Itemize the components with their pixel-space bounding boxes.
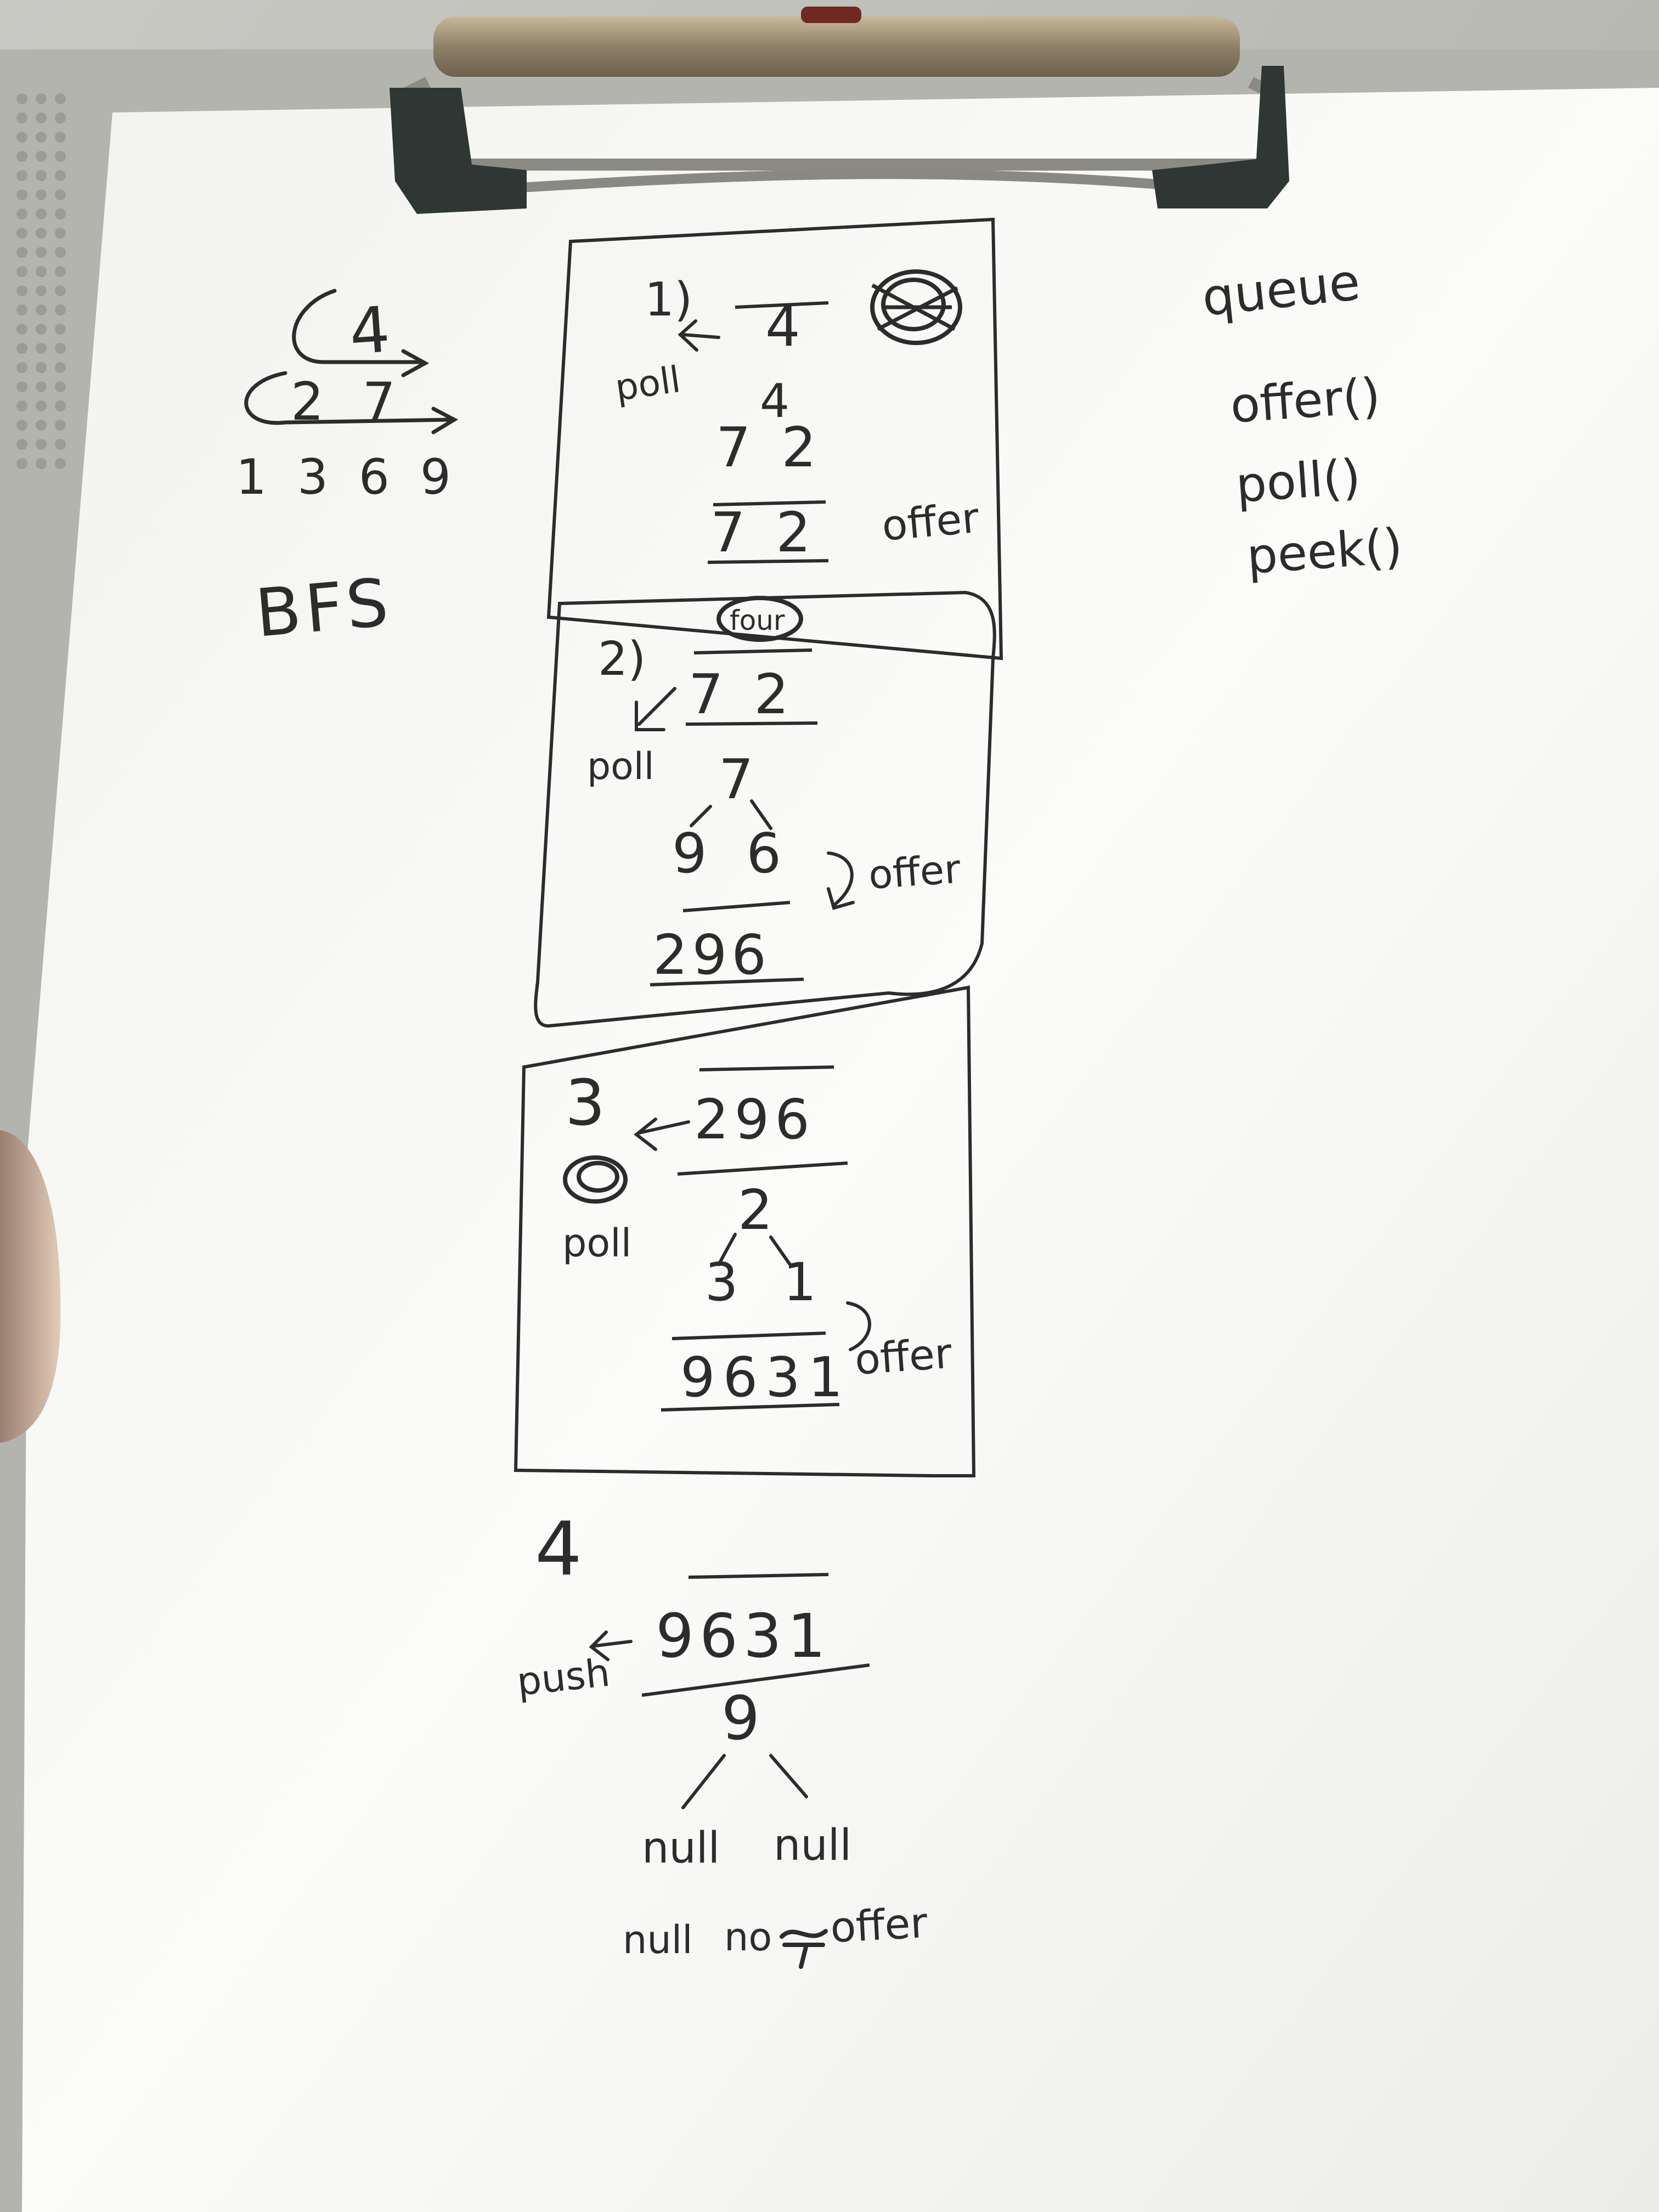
step-4-queue-line-bottom	[641, 1663, 870, 1697]
step-2-offer-arrow	[827, 851, 855, 910]
step-3-border	[514, 985, 976, 1477]
step-4-queue-line-top	[688, 1573, 829, 1579]
paper-sheet	[22, 88, 1659, 2212]
scribble-mark	[871, 283, 958, 331]
step-2-poll: poll	[587, 745, 654, 788]
clipboard-grip-texture	[16, 93, 66, 469]
step-3-result-line-top	[672, 1331, 826, 1340]
step-2-queue-after: 296	[653, 923, 771, 987]
step-4-footer-null: null	[623, 1917, 693, 1962]
tree-root: 4	[347, 293, 392, 369]
step-2-result-line-top	[682, 901, 791, 912]
clip-hinge	[801, 7, 861, 23]
queue-offer: offer()	[1228, 367, 1382, 434]
step-2-queue-line-bottom	[685, 721, 818, 726]
queue-peek: peek()	[1245, 517, 1404, 585]
step-3-box: 3 296 poll 2 3 1 offer 9631	[514, 985, 976, 1477]
step-1-number: 1)	[645, 273, 692, 327]
thumb	[0, 1130, 61, 1443]
step-3-number: 3	[565, 1066, 605, 1140]
step-3-queue-line-top	[699, 1065, 834, 1071]
step-2-scribble-word: four	[730, 605, 785, 636]
step-1-queue-line-top	[713, 500, 826, 506]
step-4: 4 9631 push 9 null null null no offer	[515, 1506, 929, 1969]
step-1-poll: poll	[613, 358, 684, 409]
tree-root-arrow	[292, 289, 430, 377]
step-3-poll-arrow	[634, 1118, 690, 1151]
step-4-right-child: null	[774, 1821, 851, 1870]
step-4-footer-no: no	[724, 1915, 772, 1960]
step-3-queue-before: 296	[694, 1087, 815, 1152]
step-3-offer-arrow	[846, 1301, 871, 1351]
scribble-mark	[870, 269, 962, 345]
tree-level3: 1 3 6 9	[236, 449, 459, 505]
step-4-left-child: null	[642, 1824, 720, 1873]
step-4-strikeout	[780, 1929, 828, 1969]
step-1-queue-before: 4	[765, 295, 800, 359]
step-1-children: 7 2	[716, 415, 823, 479]
tree-level2-arrow	[244, 371, 459, 435]
step-3-branches	[717, 1233, 792, 1266]
scribble-mark	[563, 1155, 628, 1204]
step-1-queue-after: 7 2	[710, 500, 817, 565]
clip-end-right	[1152, 66, 1289, 208]
step-4-node: 9	[721, 1683, 760, 1753]
step-2-offer: offer	[867, 845, 962, 898]
step-3-offer: offer	[853, 1329, 953, 1384]
step-3-scribble	[563, 1155, 628, 1204]
binder-clip	[390, 7, 1289, 214]
step-2-box: 2) four 7 2 poll 7 9 6 offer 296	[534, 590, 996, 1028]
step-1-offer: offer	[880, 493, 981, 550]
step-4-push: push	[515, 1650, 612, 1705]
step-1-poll-arrow	[678, 319, 720, 352]
clip-end-left	[390, 88, 527, 214]
step-3-children: 3 1	[705, 1252, 831, 1313]
step-2-branches	[690, 799, 772, 830]
step-1-node: 4	[760, 374, 789, 428]
step-3-queue-after: 9631	[680, 1345, 851, 1409]
clip-wire-inner	[493, 169, 1186, 194]
step-2-queue-before: 7 2	[689, 662, 795, 726]
step-2-children: 9 6	[672, 821, 792, 885]
step-2-border	[534, 590, 996, 1028]
step-1-queue-line-bottom	[707, 559, 829, 564]
step-2-scribble: four	[716, 596, 803, 642]
step-2-result-line-bottom	[650, 978, 804, 986]
step-2-poll-arrow	[635, 687, 676, 731]
step-1-border	[546, 217, 1003, 661]
scribble-mark	[881, 278, 946, 331]
step-4-push-arrow	[589, 1630, 633, 1661]
step-1-queue-bar	[735, 301, 829, 309]
step-4-branches	[681, 1754, 808, 1809]
step-2-queue-line-top	[693, 648, 812, 654]
step-1-box: 1) poll 4 4 7 2 7 2 offer	[546, 217, 1003, 661]
step-4-number: 4	[535, 1506, 582, 1592]
step-1-scribble	[870, 269, 962, 345]
clip-bar-top	[433, 16, 1240, 77]
step-3-queue-line-bottom	[677, 1161, 848, 1176]
scribble-mark	[716, 596, 803, 642]
step-4-queue-before: 9631	[656, 1601, 831, 1671]
tree-diagram: 4 2 7 1 3 6 9	[236, 289, 459, 505]
step-3-result-line-bottom	[661, 1403, 840, 1412]
queue-poll: poll()	[1234, 448, 1362, 514]
step-2-node: 7	[719, 747, 754, 811]
step-3-node: 2	[738, 1178, 773, 1242]
handwritten-notes: 4 2 7 1 3 6 9 BFS queue offer() poll() p…	[236, 217, 1404, 1969]
bfs-label: BFS	[252, 565, 396, 652]
step-3-poll: poll	[562, 1221, 631, 1266]
step-4-footer-offer: offer	[829, 1898, 929, 1952]
step-2-number: 2)	[598, 632, 646, 686]
scribble-mark	[577, 1161, 619, 1193]
